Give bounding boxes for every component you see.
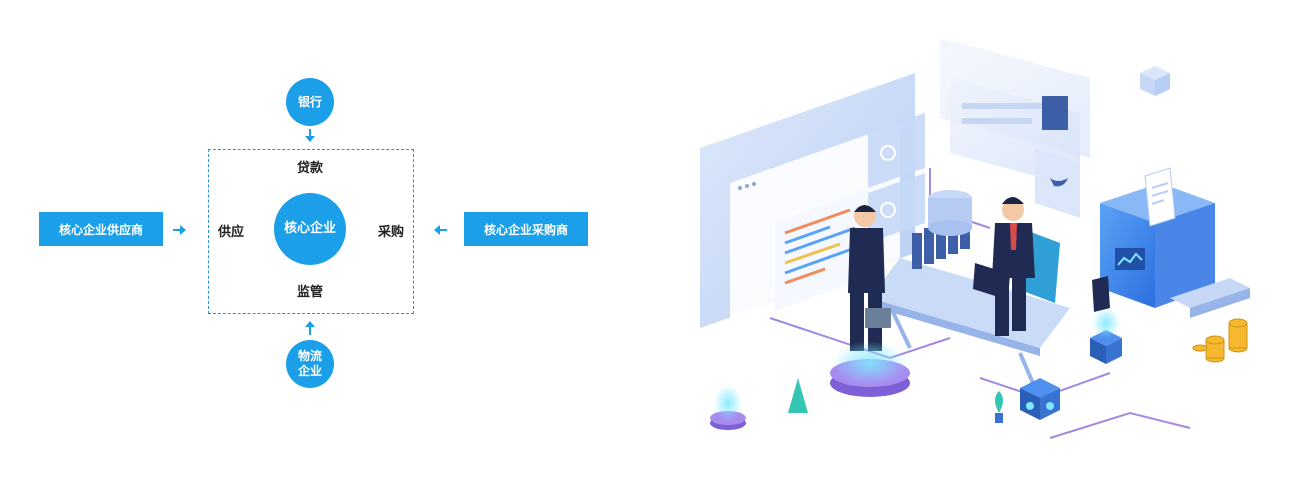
bank-node: 银行: [286, 78, 334, 126]
loan-label: 贷款: [297, 161, 324, 176]
arrow-down-icon: [305, 129, 315, 142]
core-enterprise-box: [208, 149, 414, 314]
purchaser-box: 核心企业采购商: [464, 212, 588, 246]
purchaser-label: 核心企业采购商: [483, 222, 568, 237]
supply-chain-finance-diagram: 银行 贷款 供应 采购 监管 核心企业 核心企业供应商 核心企业采购商 物流 企…: [0, 0, 640, 488]
arrow-up-icon: [305, 321, 315, 335]
logistics-node-label: 物流 企业: [297, 349, 322, 378]
logistics-node: 物流 企业: [286, 340, 334, 388]
supply-label: 供应: [218, 225, 245, 240]
bank-node-label: 银行: [297, 94, 322, 109]
business-meeting-illustration: [700, 38, 1250, 439]
arrow-right-icon: [173, 225, 186, 235]
supervision-label: 监管: [297, 285, 324, 300]
supplier-label: 核心企业供应商: [58, 222, 143, 237]
purchase-label: 采购: [378, 225, 405, 240]
core-enterprise-node: 核心企业: [274, 193, 346, 265]
core-enterprise-label: 核心企业: [283, 220, 336, 236]
arrow-left-icon: [434, 225, 447, 235]
supplier-box: 核心企业供应商: [39, 212, 163, 246]
